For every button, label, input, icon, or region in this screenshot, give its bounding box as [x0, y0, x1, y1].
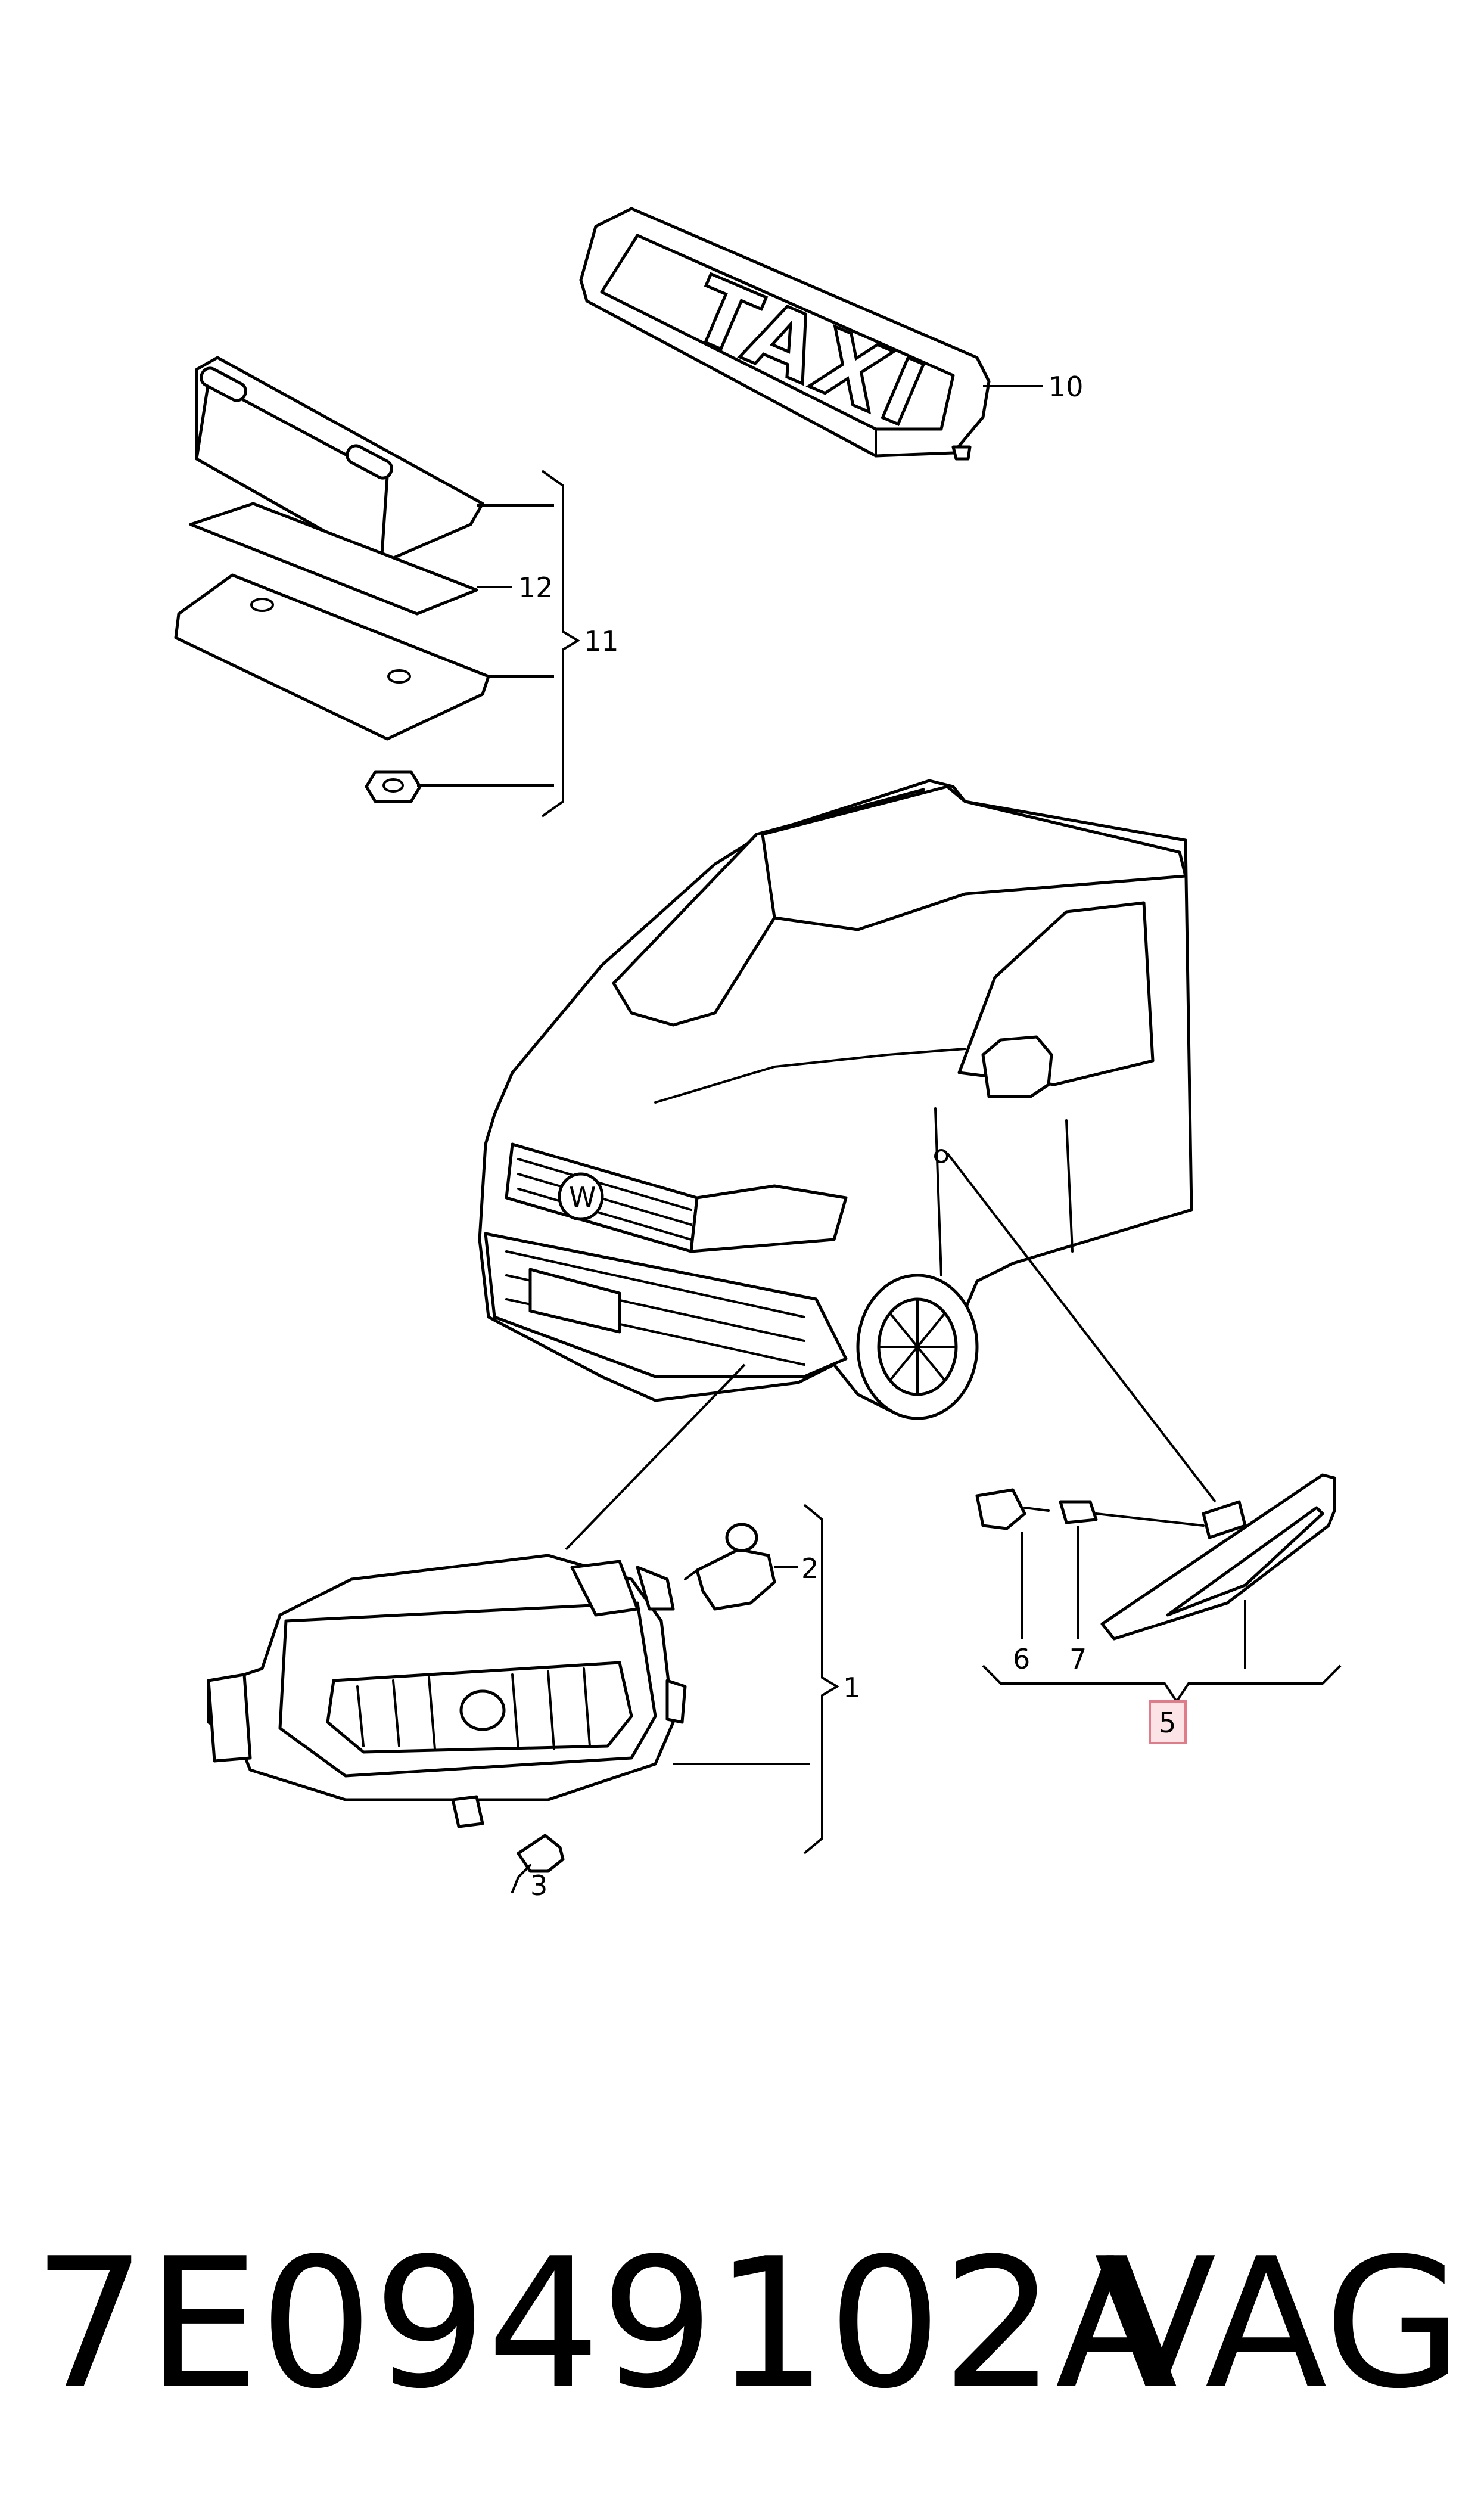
callout-2: 2: [801, 1552, 819, 1585]
callout-10: 10: [1049, 371, 1084, 403]
wedge-bulb: [1059, 1500, 1205, 1639]
callout-5-highlight: [1149, 1700, 1187, 1744]
brand-label: VAG: [1094, 2220, 1463, 2428]
callout-1: 1: [843, 1672, 860, 1704]
taxi-roof-sign: TAXI: [579, 207, 991, 461]
callout-6: 6: [1013, 1643, 1030, 1675]
callout-5: 5: [1159, 1707, 1176, 1739]
roof-mount-assembly: [174, 356, 490, 803]
callout-3: 3: [530, 1869, 547, 1902]
callout-12: 12: [518, 571, 553, 604]
side-marker-lamp: [1100, 1473, 1336, 1669]
fog-lamp-bulb: [684, 1523, 776, 1611]
footer: 7E0949102A VAG: [33, 2205, 1463, 2443]
callout-11: 11: [584, 625, 619, 657]
bulb-socket: [975, 1488, 1050, 1639]
part-number: 7E0949102A: [33, 2220, 1178, 2428]
callout-7: 7: [1069, 1643, 1087, 1675]
fog-lamp-screw: [511, 1834, 565, 1893]
badge-mark: W: [569, 1181, 596, 1213]
fog-lamp-assembly: [207, 1554, 687, 1828]
van-illustration: W: [478, 779, 1193, 1420]
